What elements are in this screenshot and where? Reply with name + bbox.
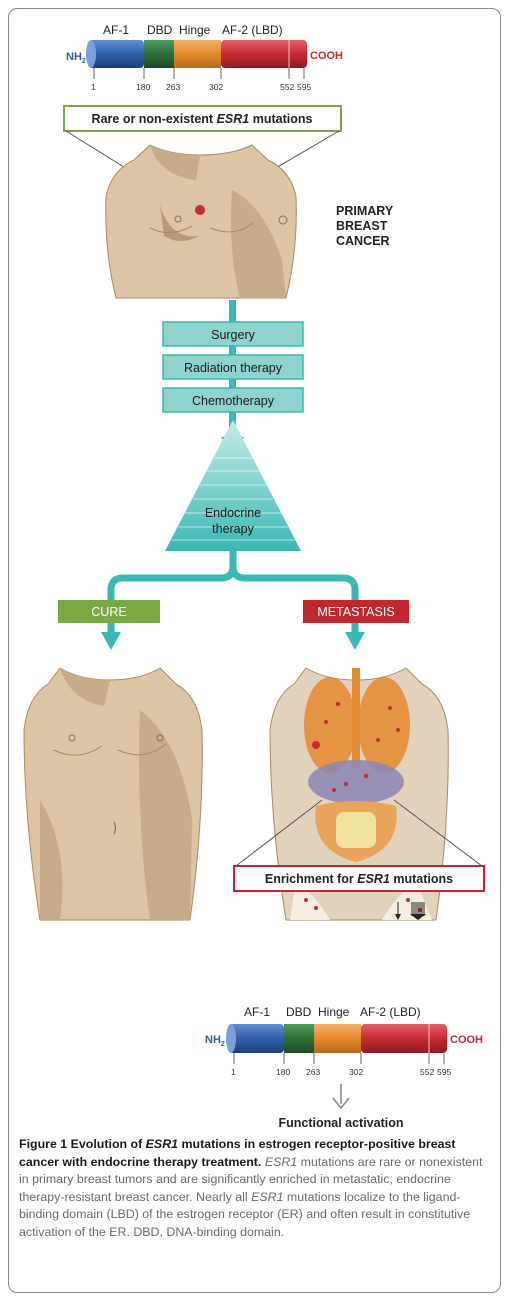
tick-label: 180 [276, 1067, 290, 1077]
flow-line [229, 379, 236, 388]
callout-line [235, 799, 323, 867]
domain-dbd [144, 40, 174, 68]
endocrine-pyramid [165, 420, 301, 551]
primary-label-line2: BREAST [336, 219, 388, 233]
treatment-label-surgery: Surgery [211, 328, 256, 342]
treatment-label-chemotherapy: Chemotherapy [192, 394, 275, 408]
caption-title: Figure 1 Evolution of ESR1 mutations in … [19, 1137, 456, 1169]
protein-diagram-top: AF-1 DBD Hinge AF-2 (LBD) NH2 COOH 1 180… [66, 23, 343, 92]
primary-label-line1: PRIMARY [336, 204, 394, 218]
primary-torso-illustration [105, 144, 297, 299]
tick-label: 552 [280, 82, 294, 92]
domain-label-lbd: AF-2 (LBD) [222, 23, 283, 37]
tick-label: 552 [420, 1067, 434, 1077]
domain-lbd [221, 40, 307, 68]
cure-torso-illustration [23, 667, 203, 921]
mutation-arrows [397, 902, 425, 916]
tick-label: 180 [136, 82, 150, 92]
tumor-marker [195, 205, 205, 215]
split-flow-line [107, 551, 359, 634]
domain-label-hinge: Hinge [318, 1005, 350, 1019]
domain-label-hinge: Hinge [179, 23, 211, 37]
domain-hinge [174, 40, 221, 68]
functional-activation-label: Functional activation [278, 1116, 403, 1130]
tick-label: 302 [209, 82, 223, 92]
metastasis-label: METASTASIS [317, 605, 394, 619]
domain-label-lbd: AF-2 (LBD) [360, 1005, 421, 1019]
treatment-box-chemotherapy [162, 387, 304, 413]
endocrine-label-line1: Endocrine [205, 506, 261, 520]
domain-label-af1: AF-1 [244, 1005, 270, 1019]
tick-label: 302 [349, 1067, 363, 1077]
cure-badge [58, 600, 160, 623]
rare-mutations-box [63, 105, 342, 132]
domain-label-dbd: DBD [147, 23, 173, 37]
nh2-label: NH2 [66, 51, 86, 65]
protein-end-cap [226, 1024, 236, 1053]
domain-lbd [361, 1024, 447, 1053]
enrichment-label: Enrichment for ESR1 mutations [265, 872, 453, 886]
cooh-label: COOH [310, 50, 343, 62]
nh2-label: NH2 [205, 1034, 225, 1048]
metastasis-torso-illustration [269, 667, 449, 921]
metastasis-arrowhead [345, 632, 365, 650]
endocrine-label-line2: therapy [212, 522, 254, 536]
domain-hinge [314, 1024, 361, 1053]
callout-line [393, 799, 483, 867]
flow-line [229, 346, 236, 355]
tick-label: 595 [297, 82, 311, 92]
protein-end-cap [86, 40, 96, 68]
domain-af1 [88, 40, 144, 68]
treatment-label-radiation: Radiation therapy [184, 361, 283, 375]
tick-label: 263 [306, 1067, 320, 1077]
rare-mutations-label: Rare or non-existent ESR1 mutations [92, 112, 313, 126]
enrichment-box [233, 865, 485, 892]
tick-label: 1 [91, 82, 96, 92]
cure-label: CURE [91, 605, 126, 619]
cure-arrowhead [101, 632, 121, 650]
domain-label-af1: AF-1 [103, 23, 129, 37]
activation-arrowhead [332, 1097, 350, 1110]
caption-body: ESR1 mutations are rare or nonexistent i… [19, 1154, 483, 1239]
flow-line [229, 300, 236, 322]
domain-dbd [284, 1024, 314, 1053]
metastasis-badge [303, 600, 409, 623]
protein-diagram-bottom: AF-1 DBD Hinge AF-2 (LBD) NH2 COOH 1 180… [205, 1005, 483, 1077]
tick-label: 1 [231, 1067, 236, 1077]
figure-caption: Figure 1 Evolution of ESR1 mutations in … [19, 1136, 493, 1242]
tick-label: 263 [166, 82, 180, 92]
tick-label: 595 [437, 1067, 451, 1077]
domain-af1 [228, 1024, 284, 1053]
domain-label-dbd: DBD [286, 1005, 312, 1019]
cooh-label: COOH [450, 1034, 483, 1046]
primary-label-line3: CANCER [336, 234, 389, 248]
